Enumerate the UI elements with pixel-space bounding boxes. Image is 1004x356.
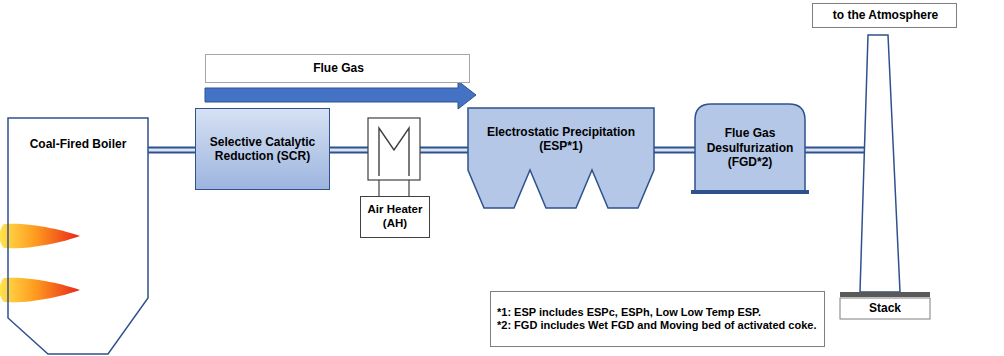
duct-wall <box>654 147 695 154</box>
duct-connector <box>148 150 195 151</box>
precipitator-shape-svg <box>468 108 654 208</box>
node-label: Selective Catalytic Reduction (SCR) <box>199 135 326 164</box>
chimney-outline <box>860 35 900 292</box>
node-label: to the Atmosphere <box>815 8 956 22</box>
process-box: Selective Catalytic Reduction (SCR) <box>195 108 330 190</box>
node-label: Air Heater (AH) <box>363 203 427 231</box>
outlet-label-box: to the Atmosphere <box>812 3 957 28</box>
stack-label-box <box>840 298 930 319</box>
duct-wall <box>805 147 864 154</box>
text-area: Coal-Fired Boiler <box>14 124 142 164</box>
desulfurization-shape: Flue Gas Desulfurization (FGD*2) <box>695 104 805 192</box>
text-area: Electrostatic Precipitation (ESP*1) <box>474 112 648 166</box>
flow-label-box: Flue Gas <box>205 54 470 83</box>
air-heater-exchanger <box>368 118 420 196</box>
node-label: Flue Gas Desulfurization (FGD*2) <box>697 126 803 169</box>
duct-connector <box>654 150 695 151</box>
desulfurization-base <box>691 190 809 194</box>
duct-connector <box>805 150 864 151</box>
boiler-shape-outline <box>8 118 148 354</box>
burner-flame <box>0 278 80 303</box>
precipitator-shape: Electrostatic Precipitation (ESP*1) <box>468 108 654 208</box>
footnote-text: *2: FGD includes Wet FGD and Moving bed … <box>497 319 820 332</box>
text-area: *1: ESP includes ESPc, ESPh, Low Low Tem… <box>497 295 820 343</box>
flow-arrow <box>205 81 476 109</box>
text-area: Stack <box>840 298 930 319</box>
text-area: to the Atmosphere <box>815 4 956 26</box>
stack-shape-svg <box>835 30 935 320</box>
node-label: Flue Gas <box>208 61 469 75</box>
text-area: Flue Gas Desulfurization (FGD*2) <box>697 110 803 186</box>
footnote-box: *1: ESP includes ESPc, ESPh, Low Low Tem… <box>490 291 825 347</box>
text-area: Flue Gas <box>208 55 469 81</box>
boiler-shape: Coal-Fired Boiler <box>8 118 148 356</box>
burner-flame <box>0 224 80 249</box>
precipitator-shape-outline <box>468 108 654 208</box>
duct-core <box>148 149 195 152</box>
duct-core <box>805 149 864 152</box>
stack-base <box>840 292 930 297</box>
stack-shape: Stack <box>835 30 935 320</box>
boiler-shape-svg <box>8 118 148 356</box>
node-label: Electrostatic Precipitation (ESP*1) <box>474 125 648 154</box>
duct-core <box>654 149 695 152</box>
text-area: Selective Catalytic Reduction (SCR) <box>199 112 326 186</box>
air-heater-label: Air Heater (AH) <box>360 196 430 238</box>
footnote-text: *1: ESP includes ESPc, ESPh, Low Low Tem… <box>497 306 820 319</box>
text-area: Air Heater (AH) <box>363 198 427 236</box>
node-label: Coal-Fired Boiler <box>14 137 142 151</box>
desulfurization-shape-outline <box>695 104 805 192</box>
duct-wall <box>148 147 195 154</box>
node-label: Stack <box>840 301 930 315</box>
